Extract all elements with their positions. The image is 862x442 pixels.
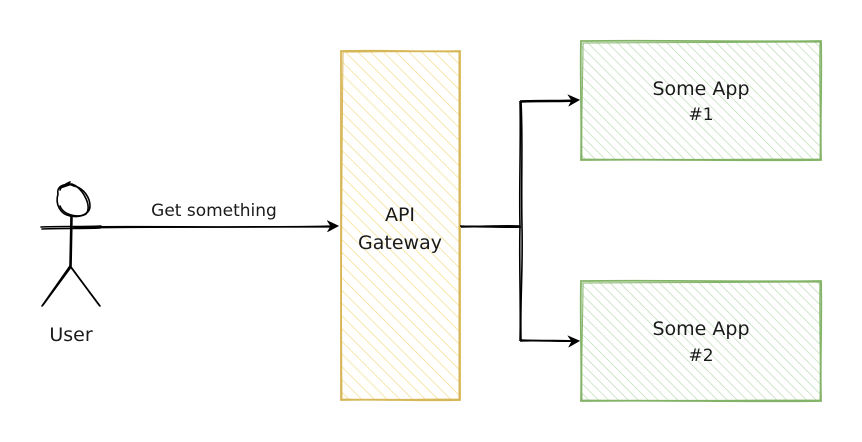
- gateway-to-apps-edges: [459, 100, 578, 341]
- user-label: User: [49, 324, 92, 346]
- user-to-gateway-edge: Get something: [71, 201, 337, 228]
- app-1-node[interactable]: Some App #1: [579, 39, 823, 162]
- app-1-label-line1: Some App: [652, 78, 749, 100]
- app-2-label-line2: #2: [688, 346, 713, 366]
- user-figure-icon: [40, 181, 102, 307]
- edge-label: Get something: [151, 201, 277, 221]
- app-2-label-line1: Some App: [652, 318, 749, 340]
- user-actor: User: [40, 181, 102, 346]
- api-gateway-label-line1: API: [385, 204, 415, 226]
- api-gateway-label-line2: Gateway: [358, 232, 442, 254]
- api-gateway-node[interactable]: API Gateway: [339, 49, 462, 402]
- app-2-node[interactable]: Some App #2: [579, 279, 823, 403]
- app-1-label-line2: #1: [688, 105, 713, 125]
